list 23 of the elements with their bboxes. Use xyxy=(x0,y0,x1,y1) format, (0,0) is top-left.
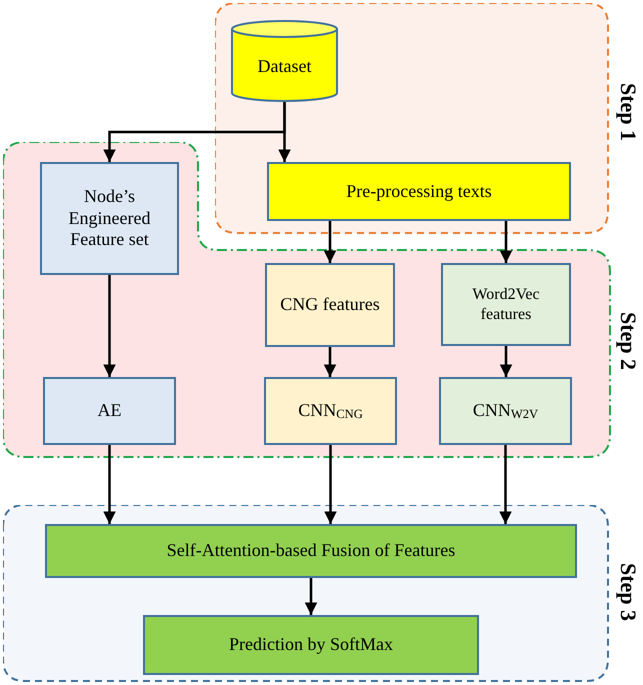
arrow xyxy=(304,578,318,615)
process-box: CNG features xyxy=(265,263,395,347)
arrow xyxy=(499,445,512,524)
arrow xyxy=(500,221,512,263)
process-box: Self-Attention-based Fusion of Features xyxy=(45,524,577,578)
process-box: Pre-processing texts xyxy=(267,162,571,221)
arrow xyxy=(500,346,512,377)
process-box: Word2Vec features xyxy=(441,263,571,346)
arrow xyxy=(324,347,336,377)
arrow xyxy=(103,445,116,524)
arrow xyxy=(103,275,116,377)
process-box: CNN$_{W2V}$ xyxy=(439,377,572,445)
node-label: Dataset xyxy=(258,56,312,76)
process-box: CNN$_{CNG}$ xyxy=(264,377,397,445)
process-box: Node’s Engineered Feature set xyxy=(40,162,179,275)
step-label: Step 3 xyxy=(617,563,639,622)
arrow xyxy=(324,445,337,524)
step-label: Step 1 xyxy=(617,83,639,142)
process-box: Prediction by SoftMax xyxy=(143,615,479,675)
arrow xyxy=(278,102,291,162)
process-box: AE xyxy=(43,377,176,445)
arrow xyxy=(324,221,336,263)
step-label: Step 2 xyxy=(617,312,639,370)
